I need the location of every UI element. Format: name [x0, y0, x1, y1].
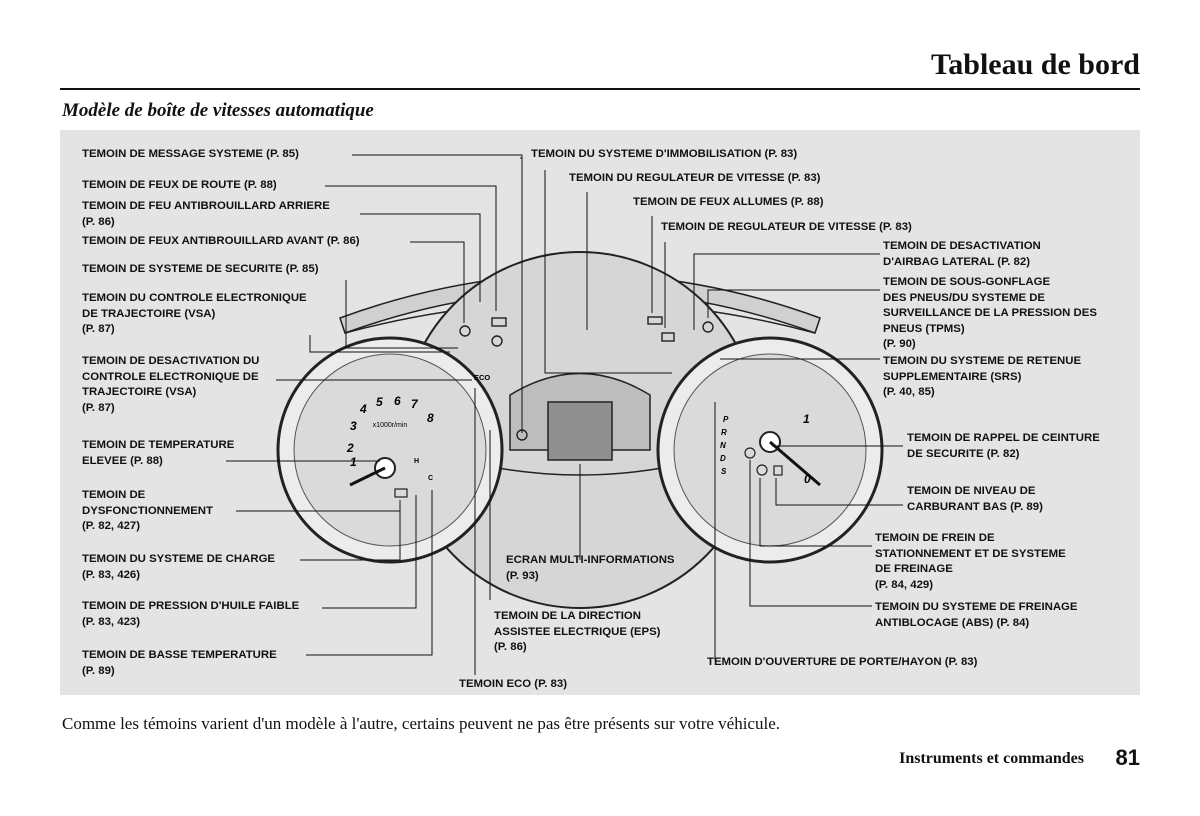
temp-h-mark: H [414, 458, 419, 465]
battery-icon [394, 488, 408, 498]
label-tpms: TEMOIN DE SOUS-GONFLAGE DES PNEUS/DU SYS… [883, 276, 1097, 350]
indicator-symbols [459, 316, 714, 441]
fog-light-front-icon [459, 325, 471, 337]
tach-number: 4 [359, 402, 367, 416]
eco-indicator: ECO [474, 373, 490, 382]
label-securite: TEMOIN DE SYSTEME DE SECURITE (P. 85) [82, 263, 319, 275]
brake-icon [756, 464, 768, 476]
label-vsa-off: TEMOIN DE DESACTIVATION DU CONTROLE ELEC… [82, 355, 260, 414]
tach-number: 8 [427, 411, 434, 425]
high-beam-icon [491, 317, 507, 327]
label-abs: TEMOIN DU SYSTEME DE FREINAGE ANTIBLOCAG… [875, 601, 1078, 629]
section-subtitle: Modèle de boîte de vitesses automatique [62, 100, 374, 121]
label-temperature-elevee: TEMOIN DE TEMPERATURE ELEVEE (P. 88) [82, 439, 235, 467]
instrument-panel-figure: x1000r/min 1 2 3 4 5 6 7 8 H C P R N D S… [60, 130, 1140, 695]
label-eco: TEMOIN ECO (P. 83) [459, 678, 568, 690]
tach-number: 6 [394, 394, 401, 408]
tachometer: x1000r/min 1 2 3 4 5 6 7 8 H C [276, 336, 504, 564]
tach-unit-label: x1000r/min [373, 422, 408, 429]
label-immobilisation: TEMOIN DU SYSTEME D'IMMOBILISATION (P. 8… [531, 148, 798, 160]
fuel-mark: 1 [803, 412, 810, 426]
tach-number: 5 [376, 395, 383, 409]
label-vsa: TEMOIN DU CONTROLE ELECTRONIQUE DE TRAJE… [82, 292, 307, 335]
label-pression-huile: TEMOIN DE PRESSION D'HUILE FAIBLE (P. 83… [82, 600, 300, 628]
gear-letter: N [720, 441, 726, 450]
footnote: Comme les témoins varient d'un modèle à … [62, 714, 781, 733]
fuel-mark: 0 [804, 472, 811, 486]
label-srs: TEMOIN DU SYSTEME DE RETENUE SUPPLEMENTA… [883, 355, 1082, 398]
tpms-icon [702, 321, 714, 333]
footer-section-title: Instruments et commandes [899, 750, 1084, 767]
title-rule [60, 88, 1140, 90]
tach-number: 2 [346, 441, 354, 455]
label-ceinture: TEMOIN DE RAPPEL DE CEINTURE DE SECURITE… [907, 432, 1100, 460]
label-charge: TEMOIN DU SYSTEME DE CHARGE (P. 83, 426) [82, 553, 276, 581]
temp-c-mark: C [428, 475, 433, 482]
message-icon [491, 335, 503, 347]
tach-number: 7 [411, 397, 419, 411]
fuel-gauge: P R N D S 1 0 [656, 336, 884, 564]
fuel-pump-icon [773, 465, 783, 476]
label-carburant: TEMOIN DE NIVEAU DE CARBURANT BAS (P. 89… [907, 485, 1043, 513]
label-frein-stationnement: TEMOIN DE FREIN DE STATIONNEMENT ET DE S… [875, 532, 1066, 591]
multi-information-display [547, 401, 613, 461]
leader-lines [226, 154, 903, 675]
label-feux-route: TEMOIN DE FEUX DE ROUTE (P. 88) [82, 179, 277, 191]
page-title: Tableau de bord [931, 48, 1140, 81]
label-basse-temperature: TEMOIN DE BASSE TEMPERATURE (P. 89) [82, 649, 277, 677]
instrument-cluster-drawing: x1000r/min 1 2 3 4 5 6 7 8 H C P R N D S… [226, 154, 903, 675]
label-eps: TEMOIN DE LA DIRECTION ASSISTEE ELECTRIQ… [494, 610, 661, 653]
label-regulateur-vitesse-1: TEMOIN DU REGULATEUR DE VITESSE (P. 83) [569, 172, 821, 184]
label-antibrouillard-arriere: TEMOIN DE FEU ANTIBROUILLARD ARRIERE (P.… [82, 200, 330, 228]
abs-icon [744, 447, 756, 459]
gear-letter: P [723, 415, 729, 424]
label-feux-allumes: TEMOIN DE FEUX ALLUMES (P. 88) [633, 196, 824, 208]
label-multi-info: ECRAN MULTI-INFORMATIONS (P. 93) [506, 554, 675, 582]
label-airbag-lateral: TEMOIN DE DESACTIVATION D'AIRBAG LATERAL… [883, 240, 1041, 268]
label-message-systeme: TEMOIN DE MESSAGE SYSTEME (P. 85) [82, 148, 299, 160]
headlight-on-icon [647, 316, 663, 325]
label-porte: TEMOIN D'OUVERTURE DE PORTE/HAYON (P. 83… [707, 656, 978, 668]
tach-number: 1 [350, 455, 357, 469]
label-regulateur-vitesse-2: TEMOIN DE REGULATEUR DE VITESSE (P. 83) [661, 221, 912, 233]
cruise-icon [661, 332, 675, 342]
gear-letter: D [720, 454, 726, 463]
label-dysfonctionnement: TEMOIN DE DYSFONCTIONNEMENT (P. 82, 427) [82, 489, 213, 532]
gear-letter: R [721, 428, 727, 437]
page-number: 81 [1115, 745, 1140, 770]
tach-number: 3 [350, 419, 357, 433]
gear-letter: S [721, 467, 727, 476]
label-antibrouillard-avant: TEMOIN DE FEUX ANTIBROUILLARD AVANT (P. … [82, 235, 360, 247]
